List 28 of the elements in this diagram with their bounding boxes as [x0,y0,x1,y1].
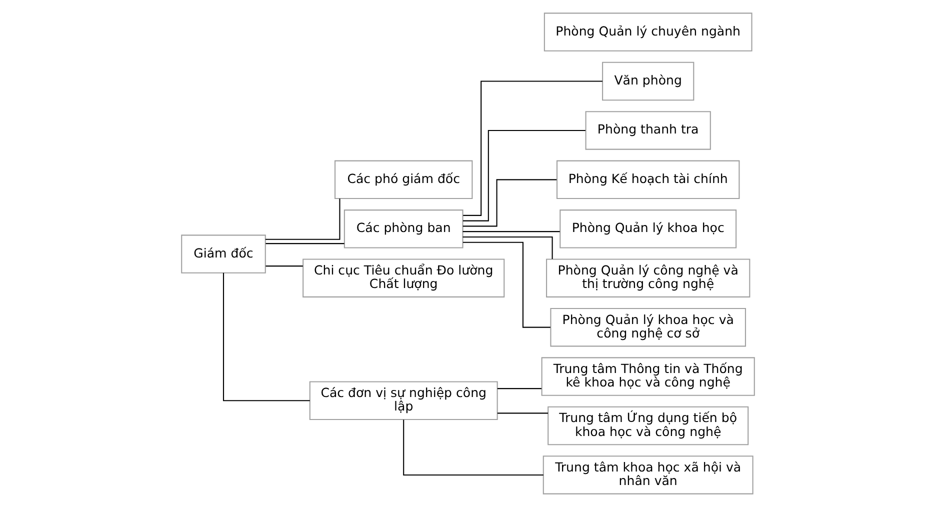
node-box: Chi cục Tiêu chuẩn Đo lường Chất lượng [302,258,505,297]
connector [497,388,542,389]
node-box: Trung tâm Ứng dụng tiến bộ khoa học và công nghệ [548,406,749,445]
node-box: Trung tâm khoa học xã hội và nhân văn [542,455,754,494]
connector [462,230,560,232]
connector [265,198,340,240]
connector [462,236,553,258]
node-box: Phòng Quản lý chuyên ngành [544,12,752,51]
connector [497,412,548,414]
node-box: Các phó giám đốc [334,160,473,199]
connector [266,265,303,266]
connector [462,178,557,226]
node-box: Giám đốc [181,234,266,273]
node-box: Các phòng ban [344,209,464,248]
node-box: Trung tâm Thông tin và Thống kê khoa học và công nghệ [541,356,755,396]
node-box: Phòng Kế hoạch tài chính [556,160,740,199]
connector [403,419,544,475]
node-box: Phòng thanh tra [585,110,711,150]
node-box: Văn phòng [602,61,694,100]
node-box: Phòng Quản lý khoa học [560,209,737,248]
node-box: Phòng Quản lý công nghệ và thị trường công nghệ [546,258,750,297]
connector [462,129,586,221]
connector [222,272,310,401]
connector [462,241,550,328]
connector [463,80,602,216]
node-box: Phòng Quản lý khoa học và công nghệ cơ sở [550,307,746,346]
connector [266,242,344,244]
node-box: Các đơn vị sự nghiệp công lập [309,380,498,420]
